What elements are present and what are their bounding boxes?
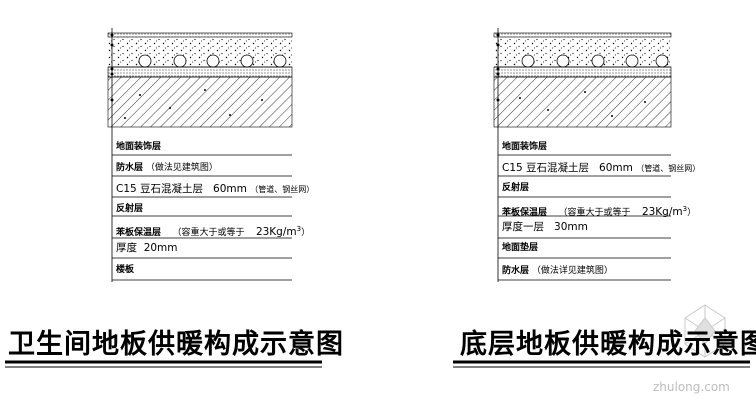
- layer-note: （容重大于或等于: [172, 228, 245, 238]
- layer-name: 地面垫层: [502, 243, 539, 253]
- right-layer-2: C15 豆石混凝土层 60mm （管道、钢丝网）: [502, 163, 700, 174]
- left-section-drawing: [107, 28, 293, 282]
- watermark-text: zhulong.com: [653, 380, 730, 394]
- layer-name: 苯板保温层: [116, 228, 162, 238]
- layer-extra: （管道、钢丝网）: [250, 185, 315, 194]
- layer-note: （做法详见建筑图）: [531, 266, 613, 276]
- right-layer-3: 反射层: [502, 183, 529, 194]
- right-pipes: [521, 54, 669, 68]
- right-layer-4: 苯板保温层 （容重大于或等于 23Kg/m3）: [502, 204, 696, 219]
- layer-sup: 3: [296, 225, 302, 233]
- left-layer-6: 厚度 20mm: [116, 243, 178, 254]
- right-layer-5: 厚度一层 30mm: [502, 222, 588, 233]
- layer-name: 防水层: [116, 163, 144, 173]
- left-layer-5: 苯板保温层 （容重大于或等于 23Kg/m3）: [116, 224, 310, 239]
- layer-sup: 3: [682, 205, 688, 213]
- layer-note: 30mm: [554, 221, 588, 233]
- right-diagram-title: 底层地板供暖构成示意图: [460, 329, 756, 360]
- left-layer-3: C15 豆石混凝土层 60mm （管道、钢丝网）: [116, 184, 314, 195]
- layer-note: （做法见建筑图）: [145, 163, 218, 173]
- left-layer-4: 反射层: [116, 204, 143, 215]
- layer-name: 厚度一层: [502, 221, 544, 233]
- layer-name: 楼板: [116, 265, 135, 275]
- layer-close: ）: [687, 208, 697, 218]
- layer-note: 60mm: [599, 162, 633, 174]
- left-layer-1: 地面装饰层: [116, 142, 161, 153]
- watermark-logo-icon: [684, 304, 726, 358]
- left-title-underline: [5, 360, 322, 368]
- layer-value: 23Kg/m: [641, 206, 683, 218]
- layer-name: 反射层: [116, 204, 144, 214]
- right-title-underline: [453, 360, 750, 368]
- left-layer-2: 防水层 （做法见建筑图）: [116, 163, 218, 174]
- layer-note: 60mm: [213, 183, 247, 195]
- right-section-drawing: [493, 28, 672, 282]
- layer-name: 苯板保温层: [502, 208, 548, 218]
- right-layer-7: 防水层 （做法详见建筑图）: [502, 266, 613, 277]
- left-diagram-title: 卫生间地板供暖构成示意图: [8, 329, 344, 360]
- layer-extra: （管道、钢丝网）: [636, 164, 701, 173]
- layer-note: 20mm: [143, 242, 178, 254]
- layer-note: （容重大于或等于: [558, 208, 631, 218]
- layer-name: 地面装饰层: [502, 142, 548, 152]
- layer-name: 厚度: [116, 242, 137, 254]
- layer-name: 防水层: [502, 266, 530, 276]
- left-layer-7: 楼板: [116, 265, 134, 276]
- layer-value: 23Kg/m: [255, 226, 297, 238]
- right-layer-1: 地面装饰层: [502, 142, 547, 153]
- layer-name: C15 豆石混凝土层: [502, 162, 590, 174]
- layer-name: 地面装饰层: [116, 142, 162, 152]
- right-layer-6: 地面垫层: [502, 243, 538, 254]
- layer-name: C15 豆石混凝土层: [116, 183, 204, 195]
- layer-close: ）: [301, 228, 311, 238]
- layer-name: 反射层: [502, 183, 530, 193]
